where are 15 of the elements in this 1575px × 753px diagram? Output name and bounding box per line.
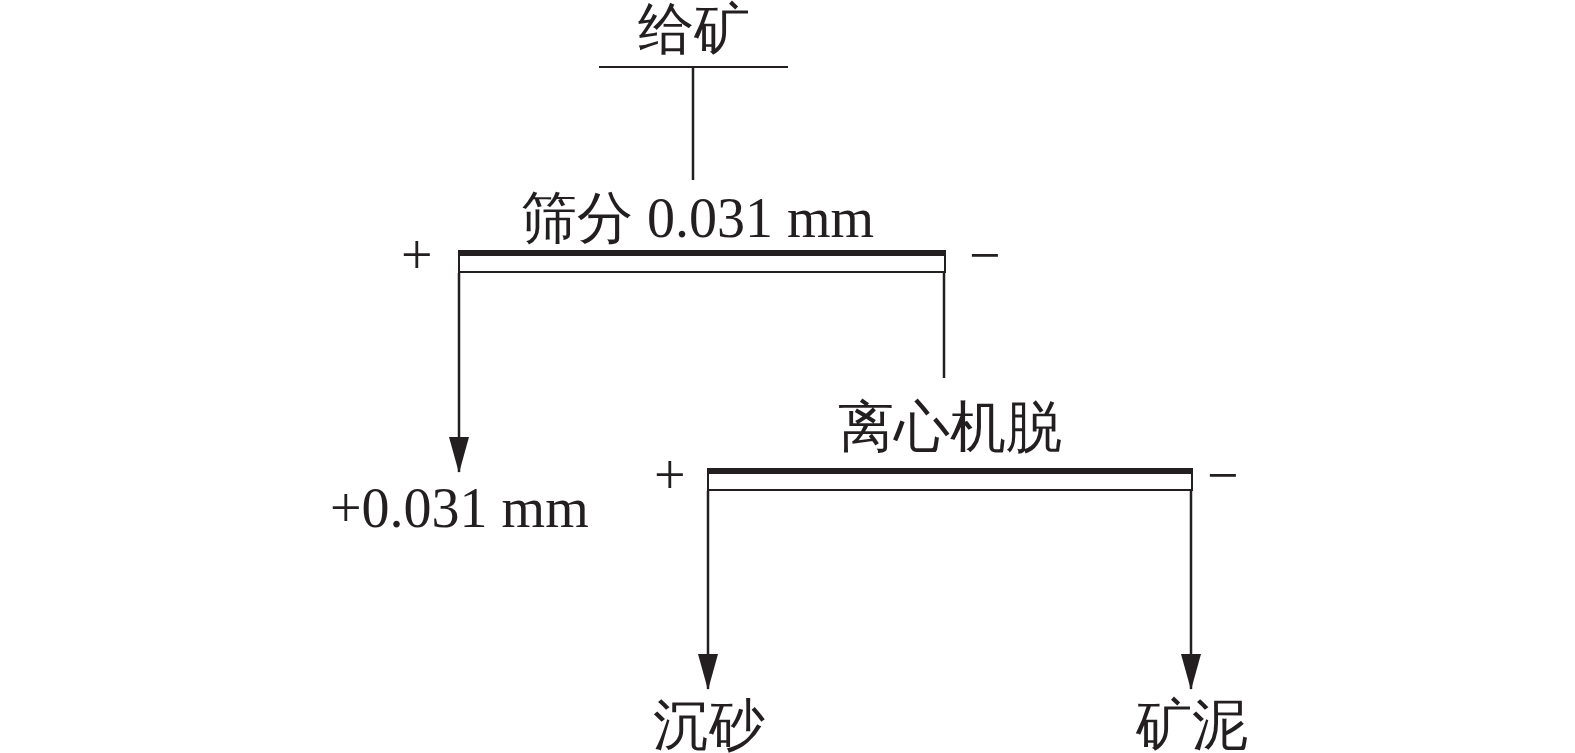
sign-label: −	[1207, 447, 1239, 503]
product-label: 沉砂	[653, 689, 765, 753]
connector-line	[691, 68, 695, 180]
operation-label: 离心机脱	[838, 399, 1062, 455]
arrow	[449, 273, 469, 473]
operation-label: 筛分 0.031 mm	[521, 190, 875, 246]
arrow	[698, 491, 718, 690]
feed-label: 给矿	[599, 0, 788, 68]
product-label: 矿泥	[1136, 689, 1248, 753]
sign-label: −	[969, 227, 1001, 283]
arrow	[1181, 491, 1201, 690]
product-label: +0.031 mm	[330, 472, 589, 536]
sign-label: +	[401, 227, 433, 283]
sign-label: +	[654, 447, 686, 503]
connector-line	[942, 273, 946, 378]
